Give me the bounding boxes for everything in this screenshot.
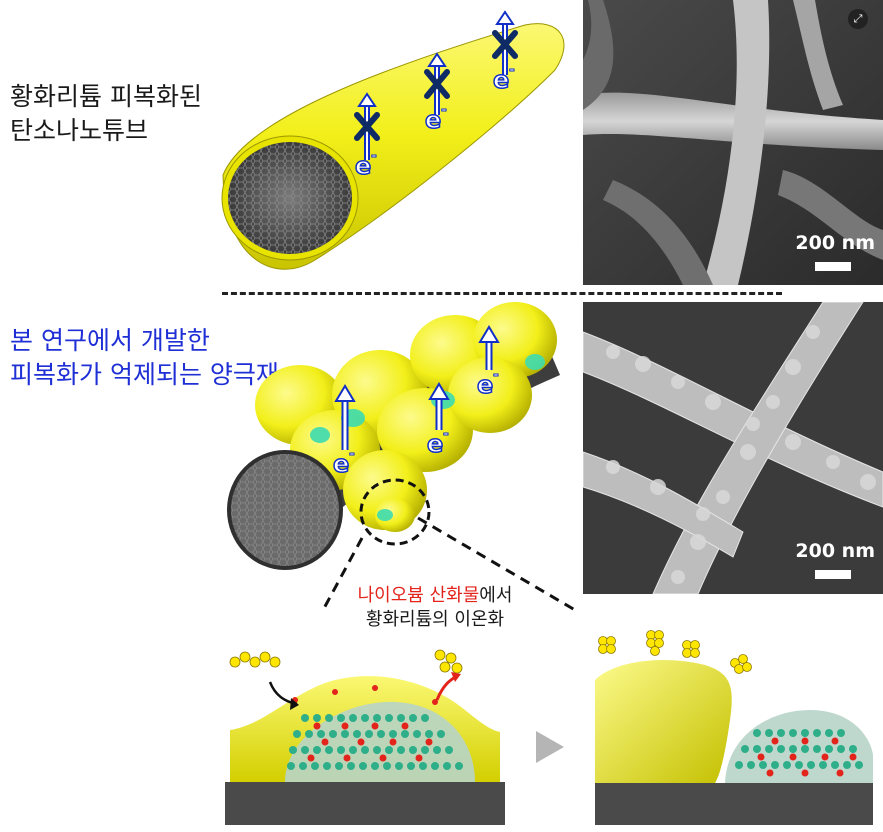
top-label-line1: 황화리튬 피복화된 (10, 82, 202, 111)
ionization-process-after (595, 630, 873, 825)
electron-label: e (355, 152, 371, 180)
top-sem-image: 200 nm (583, 0, 883, 285)
blocked-electron-2: e - (424, 52, 450, 135)
electron-label: e (477, 371, 493, 399)
x-mark-icon (424, 69, 450, 99)
top-label-line2: 탄소나노튜브 (10, 116, 149, 145)
electron-passing-3: e - (476, 325, 500, 400)
middle-sem-image: 200 nm (583, 302, 883, 594)
section-divider (222, 292, 782, 295)
ionization-caption-line2: 황화리튬의 이온화 (365, 609, 505, 630)
niobium-oxide-text: 나이오븀 산화물 (357, 585, 480, 606)
zoom-leader-lines (320, 516, 576, 613)
svg-text:-: - (349, 446, 355, 462)
electron-label: e (425, 106, 441, 134)
electron-label: e (493, 66, 509, 94)
x-mark-icon (354, 112, 380, 141)
blocked-electron-3: e - (492, 10, 518, 95)
suppressed-coating-illustration: e - e - e - (227, 302, 560, 570)
blocked-electron-1: e - (354, 92, 380, 181)
electron-passing-2: e - (426, 382, 450, 459)
ionization-suffix: 에서 (479, 585, 513, 606)
sulfur-chain-out (434, 649, 463, 674)
x-mark-icon (492, 30, 518, 59)
electron-passing-1: e - (332, 384, 356, 479)
expand-icon[interactable]: ⤢ (848, 9, 868, 29)
middle-label-line2: 피복화가 억제되는 양극재 (10, 360, 279, 389)
play-arrow-icon (536, 731, 564, 763)
svg-text:-: - (443, 426, 449, 442)
top-sem-scale-text: 200 nm (795, 232, 875, 254)
top-sem-scale-bar (815, 262, 851, 271)
svg-text:-: - (371, 148, 377, 164)
top-label: 황화리튬 피복화된 탄소나노튜브 (10, 80, 202, 148)
middle-label-line1: 본 연구에서 개발한 (10, 326, 210, 355)
sulfur-chain-in (229, 651, 281, 668)
middle-sem-scale-text: 200 nm (795, 540, 875, 562)
sulfur-clusters (598, 630, 752, 674)
electron-label: e (427, 430, 443, 458)
svg-text:-: - (493, 367, 499, 383)
ionization-caption-line1: 나이오븀 산화물에서 (300, 584, 570, 608)
electron-label: e (333, 450, 349, 478)
ionization-process-before (225, 649, 505, 825)
middle-sem-scale-bar (815, 570, 851, 579)
ionization-caption: 나이오븀 산화물에서 황화리튬의 이온화 (300, 584, 570, 632)
oxygen-atoms (292, 685, 438, 762)
svg-text:-: - (441, 102, 447, 118)
coated-nanotube-illustration: e - e - e - (221, 10, 565, 270)
zoom-circle (359, 478, 431, 546)
svg-text:-: - (509, 62, 515, 78)
niobium-lattice (287, 714, 463, 770)
middle-label: 본 연구에서 개발한 피복화가 억제되는 양극재 (10, 324, 279, 392)
